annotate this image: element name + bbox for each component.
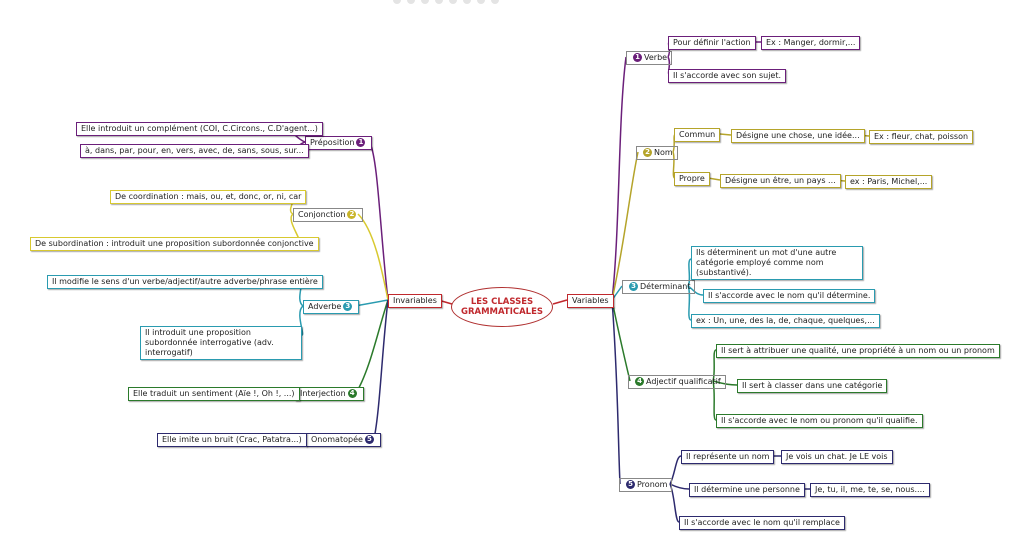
link-center-variables (552, 299, 568, 305)
central-topic-line2: GRAMMATICALES (460, 307, 544, 317)
number-badge: 3 (343, 302, 353, 311)
adjectif-accord[interactable]: Il s'accorde avec le nom ou pronom qu'il… (716, 414, 923, 428)
number-badge: 1 (356, 138, 366, 147)
central-topic-line1: LES CLASSES (470, 297, 534, 307)
adverbe-desc[interactable]: Il modifie le sens d'un verbe/adjectif/a… (47, 275, 323, 289)
nom-propre[interactable]: Propre (674, 172, 710, 186)
link-adverbe (354, 299, 389, 307)
link-nom (611, 151, 639, 301)
conjonction-subordination[interactable]: De subordination : introduit une proposi… (30, 237, 319, 251)
number-badge: 5 (364, 435, 374, 444)
interjection-desc[interactable]: Elle traduit un sentiment (Aïe !, Oh !, … (128, 387, 300, 401)
pronom-accord[interactable]: Il s'accorde avec le nom qu'il remplace (679, 516, 845, 530)
link-adjectif (611, 299, 631, 382)
onomatopee-desc[interactable]: Elle imite un bruit (Crac, Patatra...) (157, 433, 307, 447)
link-preposition (369, 142, 389, 301)
nom-commun-desc[interactable]: Désigne une chose, une idée... (731, 129, 865, 143)
number-badge: 3 (629, 282, 638, 291)
number-badge: 5 (626, 480, 635, 489)
preposition-desc[interactable]: Elle introduit un complément (COI, C.Cir… (76, 122, 323, 136)
number-badge: 4 (635, 377, 644, 386)
pronom-personne-example[interactable]: Je, tu, il, me, te, se, nous.... (810, 483, 930, 497)
top-decoration (393, 0, 513, 4)
conjonction-coordination[interactable]: De coordination : mais, ou, et, donc, or… (110, 190, 307, 204)
preposition-examples[interactable]: à, dans, par, pour, en, vers, avec, de, … (80, 144, 309, 158)
adjectif-classer[interactable]: Il sert à classer dans une catégorie (737, 379, 888, 393)
link-interjection (355, 299, 389, 394)
determinant-accord[interactable]: Il s'accorde avec le nom qu'il détermine… (703, 289, 876, 303)
number-badge: 2 (347, 210, 357, 219)
determinant-examples[interactable]: ex : Un, une, des la, de, chaque, quelqu… (691, 314, 880, 328)
link-determinant (611, 285, 623, 301)
invariables-node[interactable]: Invariables (388, 294, 442, 308)
link-pronom (611, 299, 621, 485)
verbe-accord[interactable]: Il s'accorde avec son sujet. (668, 69, 787, 83)
link-verbe (611, 56, 627, 301)
link-onomatopee (373, 299, 389, 440)
central-topic[interactable]: LES CLASSES GRAMMATICALES (451, 287, 553, 327)
nom-commun-example[interactable]: Ex : fleur, chat, poisson (869, 130, 974, 144)
pronom-personne[interactable]: Il détermine une personne (689, 483, 805, 497)
nom-propre-example[interactable]: ex : Paris, Michel,... (845, 175, 933, 189)
number-badge: 4 (347, 389, 357, 398)
pronom-represente[interactable]: Il représente un nom (681, 450, 775, 464)
verbe-action-example[interactable]: Ex : Manger, dormir,... (761, 36, 861, 50)
determinant-desc[interactable]: Ils déterminent un mot d'une autre catég… (691, 246, 863, 280)
nom-commun[interactable]: Commun (674, 128, 721, 142)
number-badge: 2 (643, 148, 652, 157)
pronom-represente-example[interactable]: Je vois un chat. Je LE vois (781, 450, 893, 464)
adjectif-attribuer[interactable]: Il sert à attribuer une qualité, une pro… (716, 344, 1000, 358)
verbe-action[interactable]: Pour définir l'action (668, 36, 756, 50)
nom-propre-desc[interactable]: Désigne un être, un pays ... (720, 174, 841, 188)
number-badge: 1 (633, 53, 642, 62)
variables-node[interactable]: Variables (567, 294, 614, 308)
adverbe-interrogatif[interactable]: Il introduit une proposition subordonnée… (140, 326, 302, 360)
